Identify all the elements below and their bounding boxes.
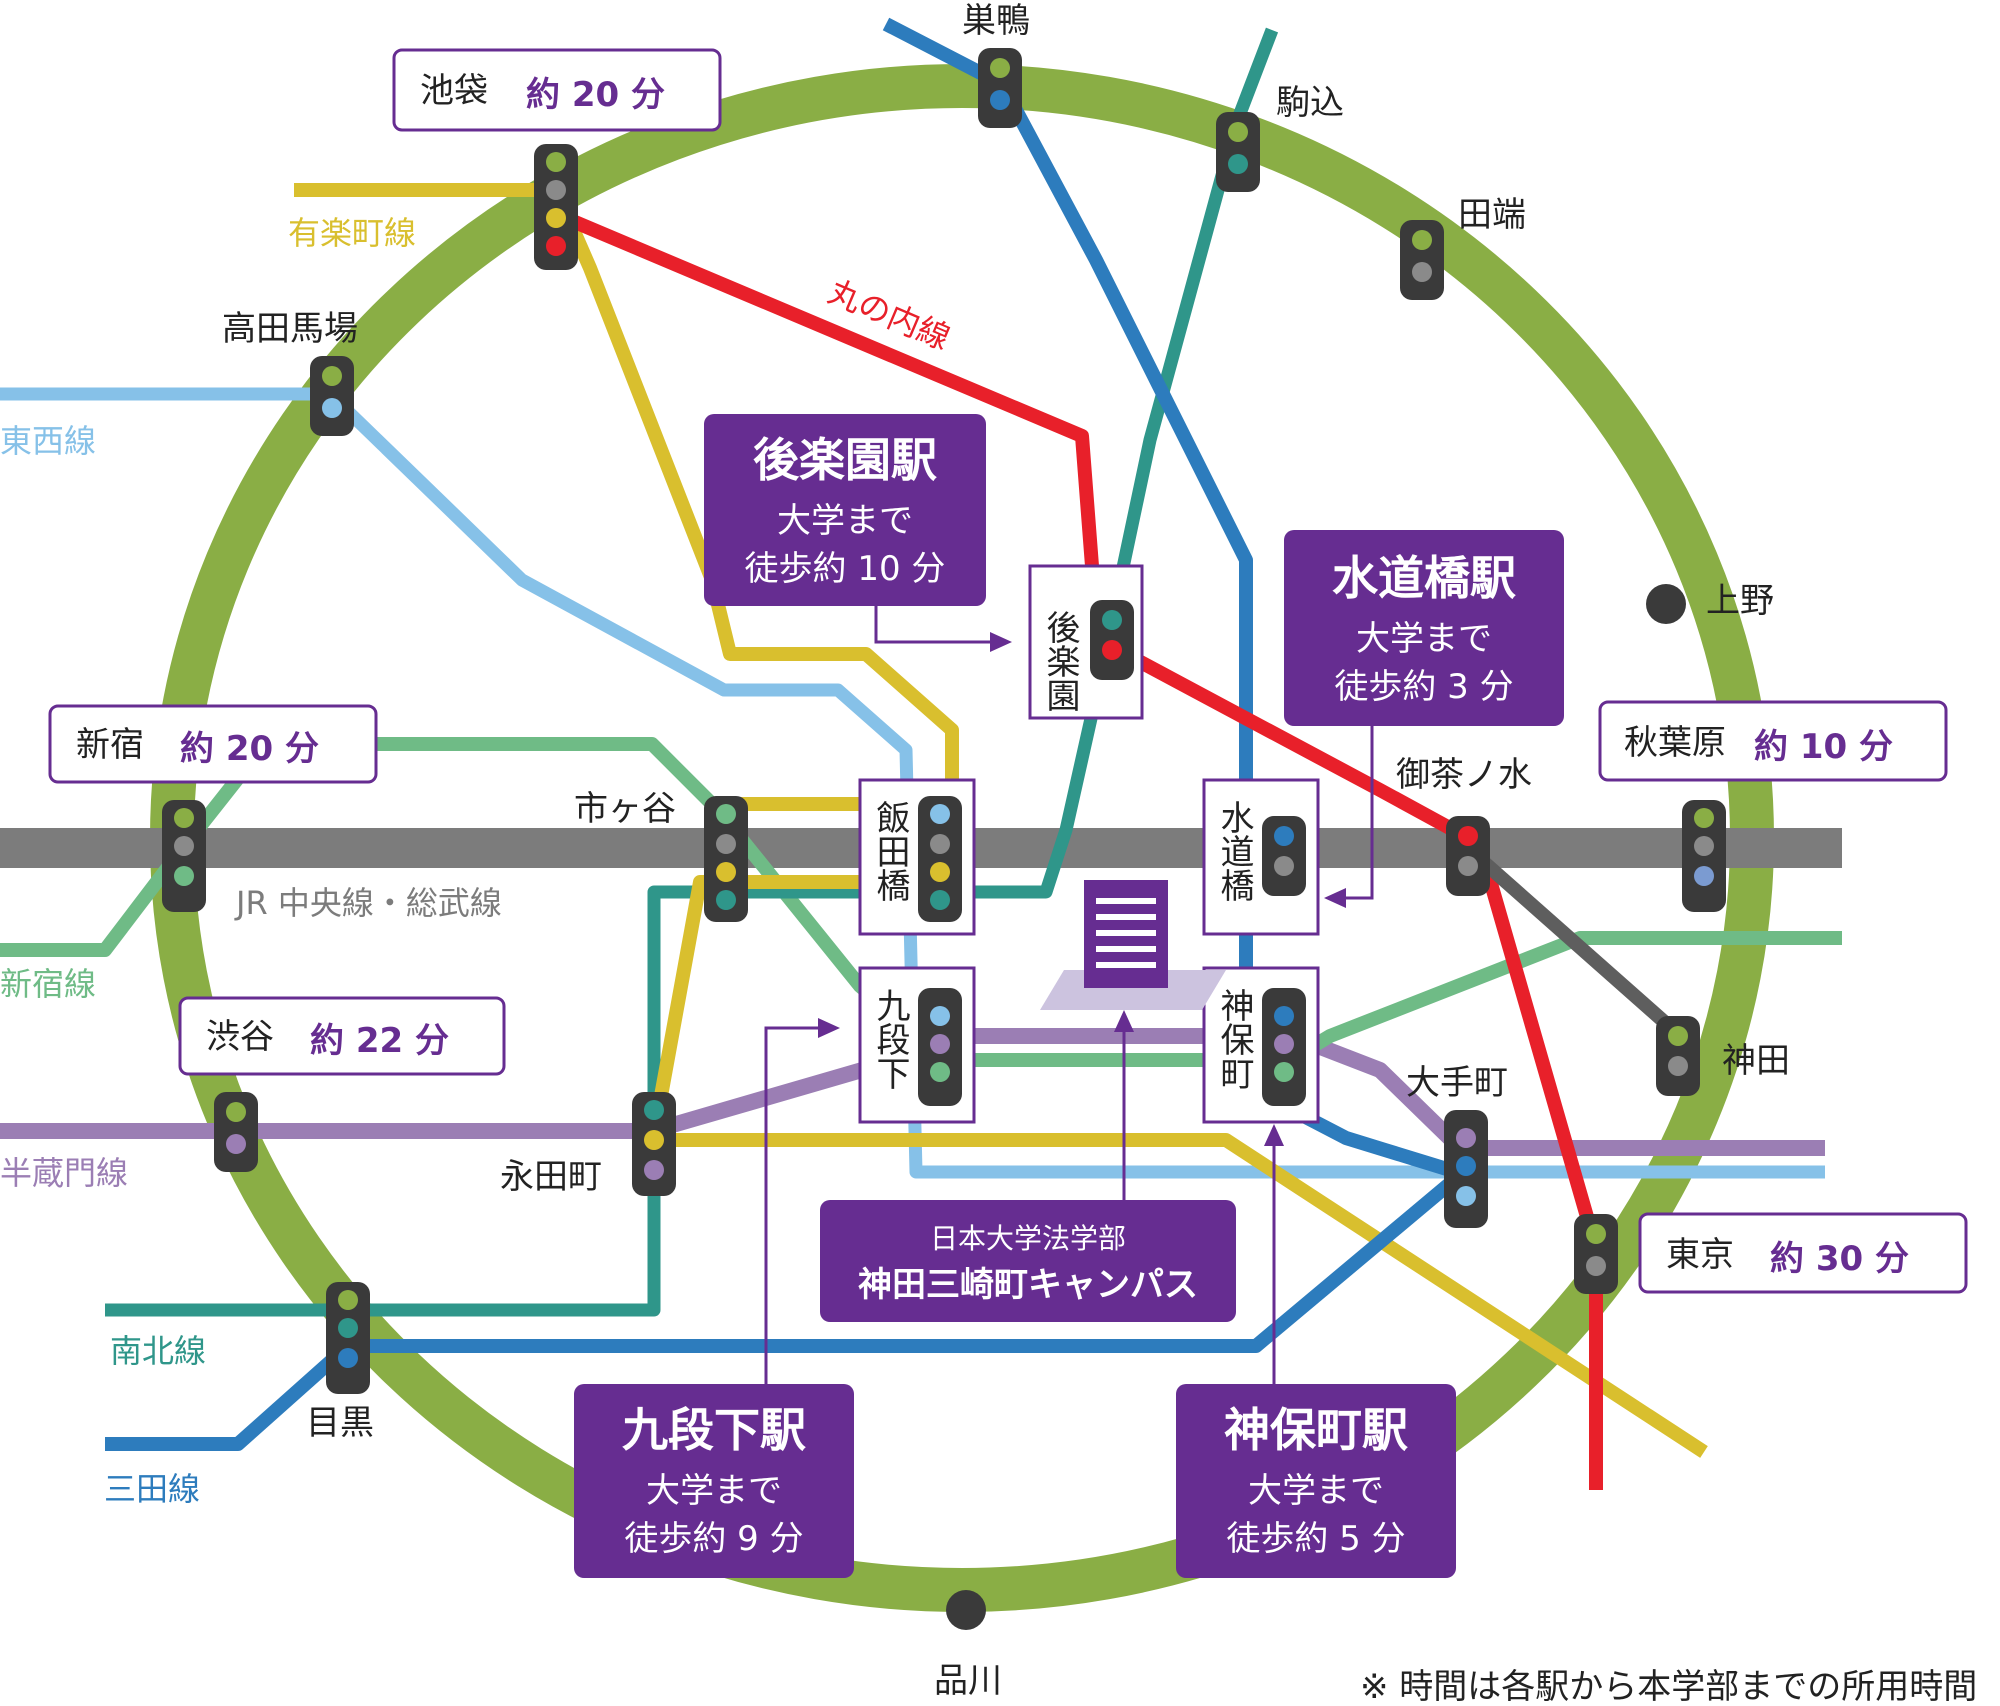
suidobashi-station-box: 水道橋 (1202, 778, 1320, 936)
walk-box-suidobashi: 水道橋駅 大学まで 徒歩約 3 分 (1284, 530, 1564, 726)
namboku-line-label: 南北線 (110, 1332, 206, 1370)
footnote: ※ 時間は各駅から本学部までの所用時間 (1360, 1667, 1977, 1706)
mita-line-label: 三田線 (104, 1470, 200, 1508)
jimbocho-walk-line1: 大学まで (1248, 1471, 1384, 1511)
time-box-akihabara: 秋葉原 約 10 分 (1598, 700, 1948, 782)
campus-label-box: 日本大学法学部 神田三崎町キャンパス (820, 1200, 1236, 1322)
kudanshita-station-label: 九段下 (870, 988, 910, 1090)
label-takadanobaba: 高田馬場 (222, 309, 358, 349)
chuo-connector (1465, 844, 1683, 1040)
label-nagatacho: 永田町 (500, 1157, 602, 1197)
korakuen-station-label: 後楽園 (1040, 610, 1080, 712)
korakuen-walk-line1: 大学まで (777, 501, 913, 541)
campus-building-icon (1040, 880, 1226, 1010)
walk-box-jimbocho: 神保町駅 大学まで 徒歩約 5 分 (1176, 1384, 1456, 1578)
signal-komagome (1216, 112, 1260, 192)
arrow-jimbocho-head (1264, 1124, 1284, 1146)
shibuya-time: 約 22 分 (310, 1021, 449, 1061)
yurakucho-line-label: 有楽町線 (288, 214, 416, 252)
suidobashi-walk-line2: 徒歩約 3 分 (1334, 667, 1513, 707)
kudanshita-walk-line2: 徒歩約 9 分 (624, 1519, 803, 1559)
label-ochanomizu: 御茶ノ水 (1396, 755, 1532, 795)
signal-shibuya (214, 1092, 258, 1172)
time-box-shibuya: 渋谷 約 22 分 (178, 996, 506, 1076)
signal-ichigaya (704, 796, 748, 922)
arrow-suidobashi (1340, 720, 1374, 900)
iidabashi-station-box: 飯田橋 (858, 778, 976, 936)
label-tabata: 田端 (1458, 195, 1526, 235)
suidobashi-station-label: 水道橋 (1214, 800, 1254, 902)
suidobashi-walk-line1: 大学まで (1356, 619, 1492, 659)
signal-tokyo (1574, 1214, 1618, 1294)
jimbocho-station-box: 神保町 (1202, 966, 1320, 1124)
station-dot-shinagawa (946, 1590, 986, 1630)
time-box-shinjuku: 新宿 約 20 分 (48, 704, 378, 784)
arrow-kudanshita (764, 1026, 824, 1384)
campus-line2: 神田三崎町キャンパス (858, 1265, 1198, 1305)
kudanshita-station-box: 九段下 (858, 966, 976, 1124)
jimbocho-station-label: 神保町 (1214, 988, 1254, 1090)
shibuya-name: 渋谷 (206, 1017, 274, 1057)
korakuen-station-box: 後楽園 (1028, 564, 1144, 720)
yurakucho-line (294, 183, 1708, 1458)
arrow-kudanshita-head (818, 1018, 840, 1038)
shinjuku-line-label: 新宿線 (0, 965, 96, 1003)
signal-akihabara (1682, 800, 1726, 912)
signal-tabata (1400, 220, 1444, 300)
signal-ikebukuro (534, 144, 578, 270)
marunouchi-line-label: 丸の内線 (823, 272, 956, 357)
hanzomon-line-label: 半蔵門線 (0, 1154, 128, 1192)
arrow-korakuen-head (990, 632, 1012, 652)
ikebukuro-name: 池袋 (420, 71, 488, 111)
label-meguro: 目黒 (306, 1403, 374, 1443)
arrow-suidobashi-head (1324, 888, 1346, 908)
label-otemachi: 大手町 (1406, 1063, 1508, 1103)
signal-sugamo (978, 48, 1022, 128)
jimbocho-walk-line2: 徒歩約 5 分 (1226, 1519, 1405, 1559)
label-sugamo: 巣鴨 (962, 1, 1030, 41)
kudanshita-walk-line1: 大学まで (646, 1471, 782, 1511)
akihabara-name: 秋葉原 (1624, 723, 1726, 763)
signal-ochanomizu (1446, 816, 1490, 896)
shinjuku-time: 約 20 分 (180, 729, 319, 769)
korakuen-walk-title: 後楽園駅 (753, 433, 937, 487)
ikebukuro-time: 約 20 分 (526, 75, 665, 115)
kudanshita-walk-title: 九段下駅 (622, 1403, 806, 1457)
label-ichigaya: 市ヶ谷 (574, 789, 676, 829)
walk-box-kudanshita: 九段下駅 大学まで 徒歩約 9 分 (574, 1384, 854, 1578)
label-komagome: 駒込 (1276, 83, 1344, 123)
signal-nagatacho (632, 1092, 676, 1196)
jimbocho-walk-title: 神保町駅 (1224, 1403, 1408, 1457)
signal-kanda (1656, 1016, 1700, 1096)
shinjuku-name: 新宿 (76, 725, 144, 765)
marunouchi-line (553, 207, 1603, 1490)
station-dot-ueno (1646, 584, 1686, 624)
signal-shinjuku (162, 800, 206, 912)
arrow-korakuen (874, 606, 1000, 644)
arrow-campus-head (1114, 1010, 1134, 1032)
signal-takadanobaba (310, 356, 354, 436)
korakuen-walk-line2: 徒歩約 10 分 (745, 549, 946, 589)
time-box-tokyo: 東京 約 30 分 (1638, 1212, 1968, 1294)
jr-chuo-line-label: JR 中央線・総武線 (234, 884, 502, 922)
akihabara-time: 約 10 分 (1754, 727, 1893, 767)
label-shinagawa: 品川 (934, 1661, 1002, 1701)
label-kanda: 神田 (1722, 1041, 1790, 1081)
tokyo-time: 約 30 分 (1770, 1239, 1909, 1279)
campus-line1: 日本大学法学部 (930, 1222, 1126, 1255)
walk-box-korakuen: 後楽園駅 大学まで 徒歩約 10 分 (704, 414, 986, 606)
suidobashi-walk-title: 水道橋駅 (1332, 551, 1516, 605)
time-box-ikebukuro: 池袋 約 20 分 (392, 48, 722, 132)
tozai-line-label: 東西線 (0, 422, 96, 460)
signal-otemachi (1444, 1110, 1488, 1228)
label-ueno: 上野 (1706, 581, 1774, 621)
signal-meguro (326, 1282, 370, 1394)
tokyo-name: 東京 (1666, 1235, 1734, 1275)
iidabashi-station-label: 飯田橋 (870, 800, 910, 902)
